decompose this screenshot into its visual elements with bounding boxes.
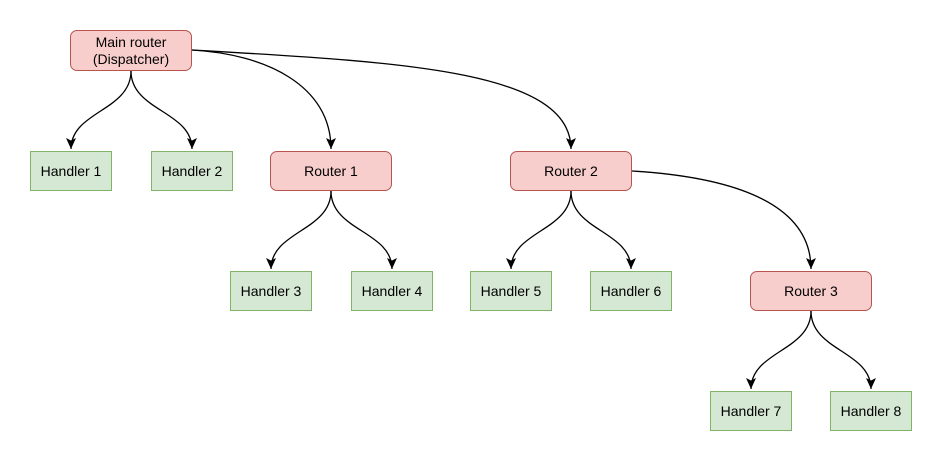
node-router-2-label: Router 2 xyxy=(544,162,598,179)
node-router-3-label: Router 3 xyxy=(784,282,838,299)
edge-router-1-to-handler-4 xyxy=(330,190,397,270)
node-handler-1: Handler 1 xyxy=(30,151,112,191)
node-handler-5: Handler 5 xyxy=(470,271,552,311)
node-handler-2-label: Handler 2 xyxy=(161,162,223,179)
node-handler-1-label: Handler 1 xyxy=(40,162,102,179)
edge-main-router-to-handler-2 xyxy=(130,70,197,150)
edge-main-router-to-handler-1 xyxy=(66,70,132,150)
node-handler-7: Handler 7 xyxy=(710,391,792,431)
node-handler-3: Handler 3 xyxy=(230,271,312,311)
node-handler-8: Handler 8 xyxy=(830,391,912,431)
edge-router-2-to-router-3 xyxy=(631,170,816,270)
node-handler-6-label: Handler 6 xyxy=(600,282,662,299)
node-handler-7-label: Handler 7 xyxy=(720,402,782,419)
node-router-1: Router 1 xyxy=(270,151,392,191)
node-handler-4-label: Handler 4 xyxy=(361,282,423,299)
node-router-3: Router 3 xyxy=(750,271,872,311)
node-handler-3-label: Handler 3 xyxy=(240,282,302,299)
edge-main-router-to-router-1 xyxy=(191,49,336,150)
node-router-2: Router 2 xyxy=(510,151,632,191)
node-handler-6: Handler 6 xyxy=(590,271,672,311)
node-handler-8-label: Handler 8 xyxy=(840,402,902,419)
node-main-router: Main router (Dispatcher) xyxy=(70,30,192,71)
node-main-router-label: Main router (Dispatcher) xyxy=(92,33,170,67)
node-handler-4: Handler 4 xyxy=(351,271,433,311)
edge-router-1-to-handler-3 xyxy=(266,190,332,270)
edge-main-router-to-router-2 xyxy=(191,49,576,150)
node-handler-2: Handler 2 xyxy=(151,151,233,191)
edge-router-3-to-handler-7 xyxy=(746,310,812,390)
edge-router-3-to-handler-8 xyxy=(810,310,876,390)
edge-router-2-to-handler-5 xyxy=(506,190,572,270)
node-handler-5-label: Handler 5 xyxy=(480,282,542,299)
edge-router-2-to-handler-6 xyxy=(570,190,636,270)
node-router-1-label: Router 1 xyxy=(304,162,358,179)
